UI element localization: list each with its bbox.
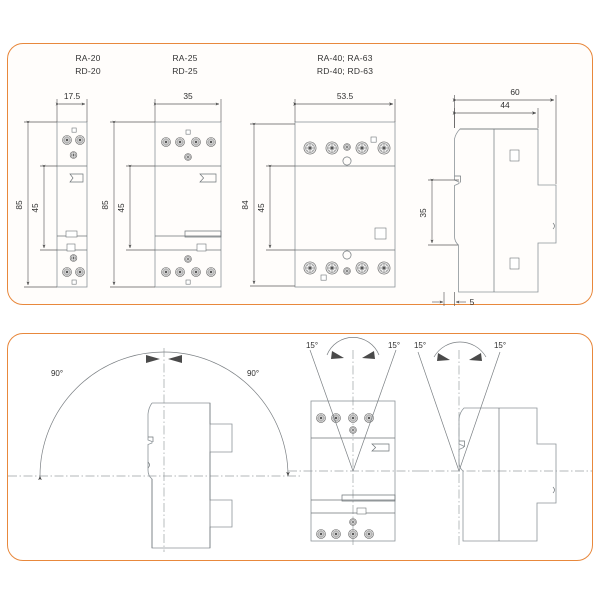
dim-ra40-width: 53.5 xyxy=(337,91,354,101)
header-ra25-line2: RD-25 xyxy=(172,65,198,76)
dim-ra40-height: 84 xyxy=(240,200,250,210)
view-tilt-side: 15° 15° xyxy=(414,341,592,546)
angle-tilt-front-left: 15° xyxy=(306,341,318,350)
header-ra25: RA-25 RD-25 xyxy=(145,52,225,77)
header-ra40-63: RA-40; RA-63 RD-40; RD-63 xyxy=(300,52,390,77)
header-ra40-63-line1: RA-40; RA-63 xyxy=(317,53,373,63)
header-ra40-63-line2: RD-40; RD-63 xyxy=(316,65,374,76)
angle-tilt-side-right: 15° xyxy=(494,341,506,350)
dim-ra25-height: 85 xyxy=(100,200,110,210)
header-ra20-line2: RD-20 xyxy=(75,65,101,76)
dim-side-depth-total: 60 xyxy=(510,87,520,97)
dimensions-panel xyxy=(7,43,593,305)
view-ra40-63-front: 53.5 84 45 xyxy=(240,91,396,288)
angle-rotation-left: 90° xyxy=(51,369,63,378)
dim-side-depth-body: 44 xyxy=(500,100,510,110)
view-tilt-front: 15° 15° xyxy=(288,337,420,546)
header-ra25-line1: RA-25 xyxy=(172,53,198,63)
dim-ra20-height: 85 xyxy=(14,200,24,210)
angle-tilt-side-left: 15° xyxy=(414,341,426,350)
view-ra25-front: 35 85 45 xyxy=(100,91,222,288)
dim-ra40-inner-height: 45 xyxy=(256,203,266,213)
dim-side-rail-height: 35 xyxy=(418,208,428,218)
dim-ra20-inner-height: 45 xyxy=(30,203,40,213)
angle-tilt-front-right: 15° xyxy=(388,341,400,350)
dim-side-rail-offset: 5 xyxy=(470,297,475,307)
view-rotation-90: 90° 90° xyxy=(8,348,300,552)
view-ra20-front: 17.5 85 45 xyxy=(14,91,88,288)
header-ra20: RA-20 RD-20 xyxy=(48,52,128,77)
view-side: 60 44 35 5 xyxy=(418,87,557,307)
dim-ra25-inner-height: 45 xyxy=(116,203,126,213)
dim-ra25-width: 35 xyxy=(183,91,193,101)
dim-ra20-width: 17.5 xyxy=(64,91,81,101)
header-ra20-line1: RA-20 xyxy=(75,53,101,63)
angle-rotation-right: 90° xyxy=(247,369,259,378)
